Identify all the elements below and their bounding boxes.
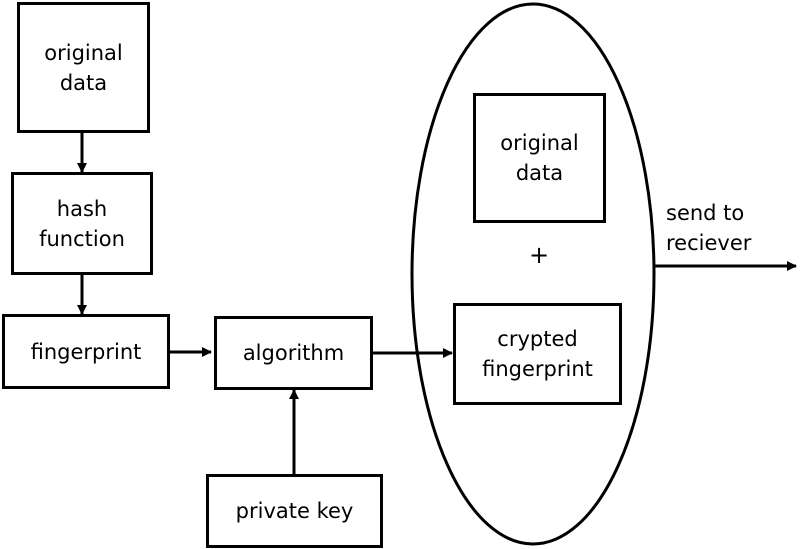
algorithm-label: algorithm	[242, 341, 345, 365]
algorithm-box: algorithm	[214, 316, 373, 390]
hash-function-box: hash function	[11, 172, 153, 275]
original-data-label: original data	[44, 40, 123, 95]
bundle-original-data-label: original data	[500, 131, 579, 185]
fingerprint-label: fingerprint	[30, 339, 142, 364]
plus-sign: +	[528, 241, 550, 269]
send-to-receiver-label: send to reciever	[666, 201, 752, 255]
bundle-original-data-box: original data	[473, 93, 606, 223]
fingerprint-box: fingerprint	[2, 314, 170, 389]
crypted-fingerprint-label: crypted fingerprint	[482, 327, 593, 381]
crypted-fingerprint-box: crypted fingerprint	[453, 303, 622, 405]
original-data-box: original data	[17, 2, 150, 133]
hash-function-label: hash function	[39, 196, 125, 251]
private-key-box: private key	[206, 474, 383, 548]
message-bundle-ellipse	[410, 2, 656, 546]
private-key-label: private key	[235, 499, 354, 523]
